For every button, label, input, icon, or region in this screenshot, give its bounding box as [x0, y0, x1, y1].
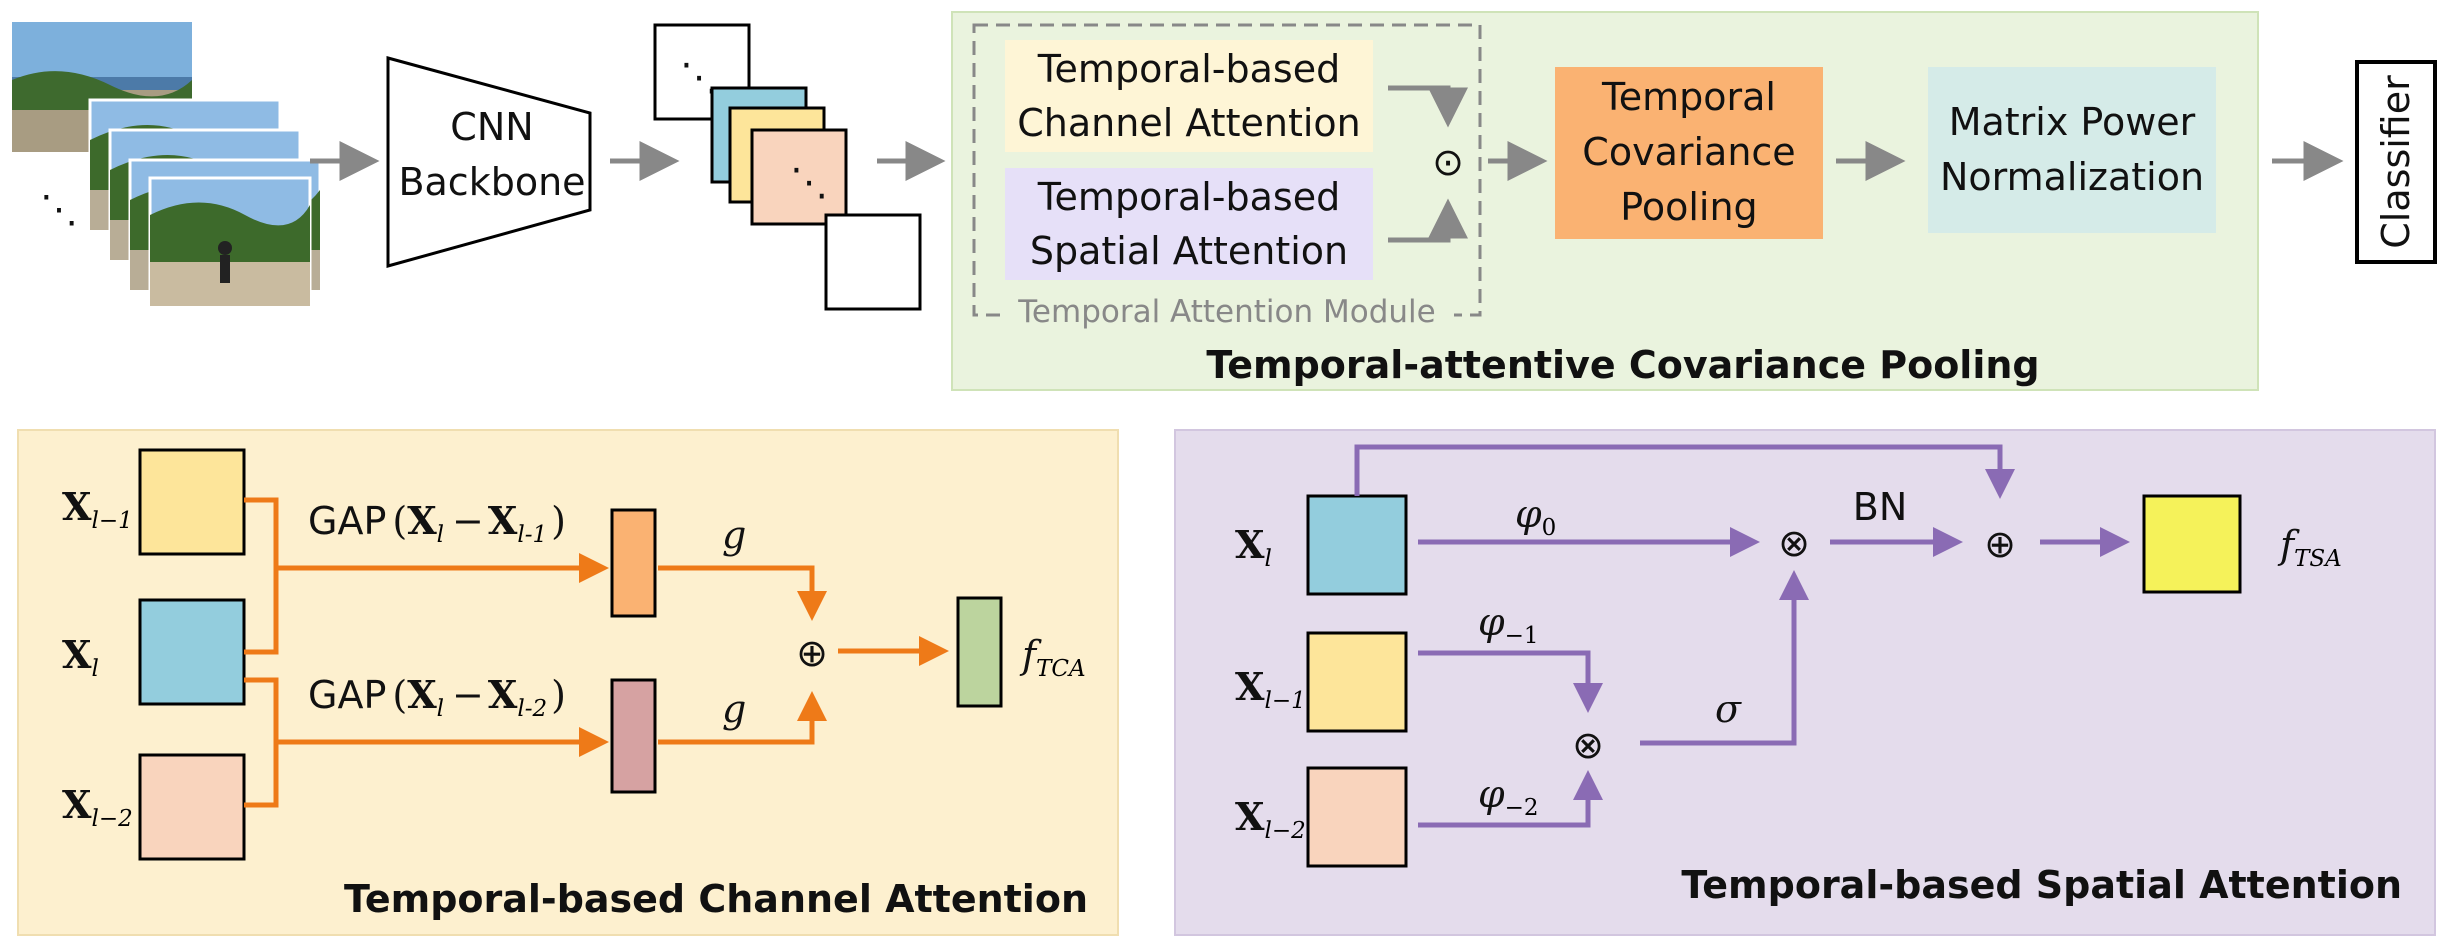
tca-channel-vector-1 [610, 508, 657, 618]
hadamard-product-symbol: ⊙ [1432, 140, 1464, 184]
tsa-feature-cur [1306, 494, 1408, 596]
tsa-input-prev2-label: Xl−2 [1235, 794, 1306, 844]
tsa-input-cur-label: Xl [1235, 522, 1272, 572]
classifier-label: Classifier [2374, 75, 2418, 249]
video-frame [148, 176, 312, 308]
tca-output-vector [956, 596, 1003, 708]
channel-attention-panel-caption: Temporal-based Channel Attention [344, 877, 1088, 921]
tca-channel-vector-2 [610, 678, 657, 794]
tca-feature-cur [138, 598, 246, 706]
feature-ellipsis-bottom: ⋱ [790, 160, 828, 204]
cnn-backbone-block [386, 56, 592, 268]
feature-map [824, 213, 922, 311]
backbone-label-line2: Backbone [398, 160, 585, 204]
backbone-label-line1: CNN [450, 105, 533, 149]
matrix-power-normalization-block [1928, 67, 2216, 233]
arrow-channel-to-hadamard [1388, 85, 1468, 128]
tsa-sum-symbol: ⊕ [1984, 522, 2016, 566]
tca-input-prev2-label: Xl−2 [62, 782, 133, 832]
spatial-attention-panel-caption: Temporal-based Spatial Attention [1681, 863, 2402, 907]
tca-feature-prev1 [138, 448, 246, 556]
tsa-sigma-label: σ [1715, 687, 1742, 731]
tsa-connectors [1354, 444, 2130, 828]
temporal-covariance-pooling-block [1555, 67, 1823, 239]
tca-input-cur-label: Xl [62, 632, 99, 682]
tsa-feature-prev1 [1306, 631, 1408, 733]
tsa-output-map [2142, 494, 2242, 594]
tca-input-prev1-label: Xl−1 [62, 484, 133, 534]
covariance-line2: Covariance [1582, 130, 1795, 174]
feature-map [750, 128, 848, 226]
spatial-attention-line2: Spatial Attention [1030, 229, 1348, 273]
tsa-product-symbol-1: ⊗ [1778, 521, 1810, 565]
temporal-attention-module-label: Temporal Attention Module [1017, 294, 1435, 330]
channel-attention-line2: Channel Attention [1017, 101, 1360, 145]
feature-map-stack: ⋱ ⋱ [653, 23, 922, 311]
tsa-phi0-label: φ0 [1515, 492, 1556, 541]
module-label-backdrop [1000, 302, 1454, 332]
normalization-line2: Normalization [1940, 155, 2204, 199]
spatial-attention-block [1005, 168, 1373, 280]
covariance-line3: Pooling [1620, 185, 1757, 229]
normalization-line1: Matrix Power [1949, 100, 2196, 144]
spatial-attention-line1: Temporal-based [1037, 175, 1340, 219]
tca-gap-expression-2: GAP(Xl−Xl-2) [308, 672, 566, 722]
tca-sum-symbol: ⊕ [796, 631, 828, 675]
tsa-phi1-label: φ−1 [1478, 600, 1539, 649]
classifier-block [2355, 60, 2437, 264]
tsa-product-symbol-2: ⊗ [1572, 723, 1604, 767]
tsa-bn-label: BN [1853, 485, 1908, 529]
channel-attention-line1: Temporal-based [1037, 47, 1340, 91]
arrow-spatial-to-hadamard [1388, 198, 1468, 243]
tca-connectors [244, 497, 949, 808]
tsa-phi2-label: φ−2 [1478, 772, 1539, 821]
tca-g-function-2: g [722, 687, 746, 731]
input-video-frames: ⋱ [12, 22, 322, 308]
tsa-feature-prev2 [1306, 766, 1408, 868]
tca-gap-expression-1: GAP(Xl−Xl-1) [308, 498, 566, 548]
channel-attention-block [1005, 40, 1373, 152]
frames-ellipsis: ⋱ [40, 187, 78, 231]
tca-feature-prev2 [138, 753, 246, 861]
temporal-attention-module-border [972, 23, 1482, 317]
covariance-line1: Temporal [1601, 75, 1776, 119]
tca-g-function-1: g [722, 513, 746, 557]
tsa-input-prev1-label: Xl−1 [1235, 664, 1306, 714]
pooling-panel-caption: Temporal-attentive Covariance Pooling [1206, 343, 2039, 387]
